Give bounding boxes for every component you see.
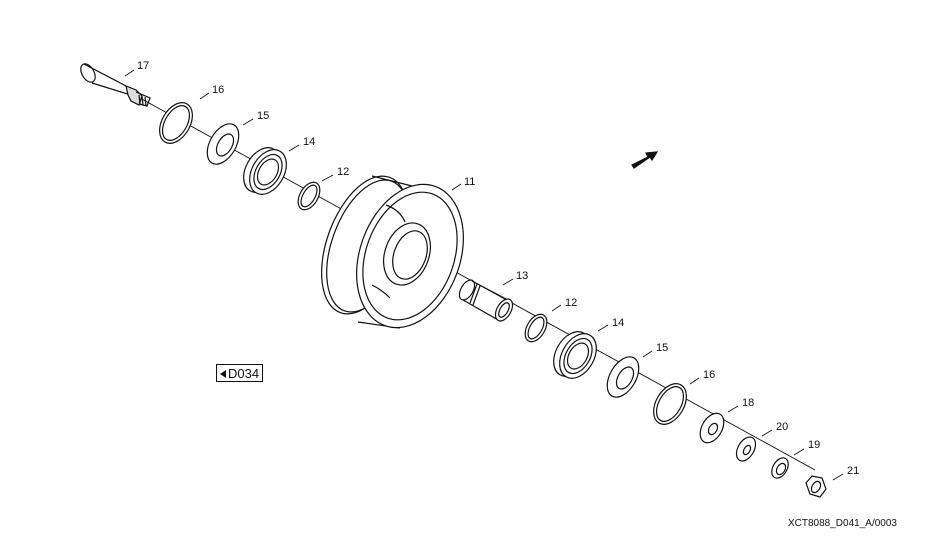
part-label-11: 11 xyxy=(464,176,476,188)
part-18-washer xyxy=(699,412,725,444)
part-label-15: 15 xyxy=(257,110,270,122)
part-label-21: 21 xyxy=(847,465,860,477)
part-label-14: 14 xyxy=(612,317,625,329)
part-label-13: 13 xyxy=(516,270,529,282)
reference-link-d034[interactable]: D034 xyxy=(216,364,264,382)
part-16-snap-ring xyxy=(159,102,193,144)
part-16-snap-ring xyxy=(653,383,687,425)
part-21-hex-nut xyxy=(805,475,827,498)
part-15-flat-washer xyxy=(206,123,240,165)
part-13-spacer-sleeve xyxy=(458,279,514,322)
part-17-shoulder-bolt xyxy=(80,63,151,107)
part-label-18: 18 xyxy=(742,397,755,409)
part-20-washer xyxy=(735,436,757,462)
part-label-17: 17 xyxy=(137,60,150,72)
front-direction-arrow xyxy=(631,151,659,169)
drawing-id: XCT8088_D041_A/0003 xyxy=(788,518,897,529)
part-label-19: 19 xyxy=(808,439,821,451)
part-19-lock-washer xyxy=(771,457,789,479)
part-label-12: 12 xyxy=(565,297,578,309)
part-label-20: 20 xyxy=(776,421,789,433)
part-14-ball-bearing xyxy=(553,331,597,379)
part-11-idler-pulley xyxy=(321,175,464,329)
part-label-16: 16 xyxy=(212,84,225,96)
reference-link-label: D034 xyxy=(228,366,260,381)
part-14-ball-bearing xyxy=(243,147,287,195)
part-label-15: 15 xyxy=(656,342,669,354)
triangle-left-icon xyxy=(220,369,226,378)
leader-lines xyxy=(124,69,844,481)
part-12-retaining-ring xyxy=(297,181,321,211)
part-12-retaining-ring xyxy=(524,313,548,343)
part-15-flat-washer xyxy=(606,356,640,398)
part-label-16: 16 xyxy=(703,369,716,381)
part-label-12: 12 xyxy=(337,166,350,178)
part-label-14: 14 xyxy=(303,136,316,148)
